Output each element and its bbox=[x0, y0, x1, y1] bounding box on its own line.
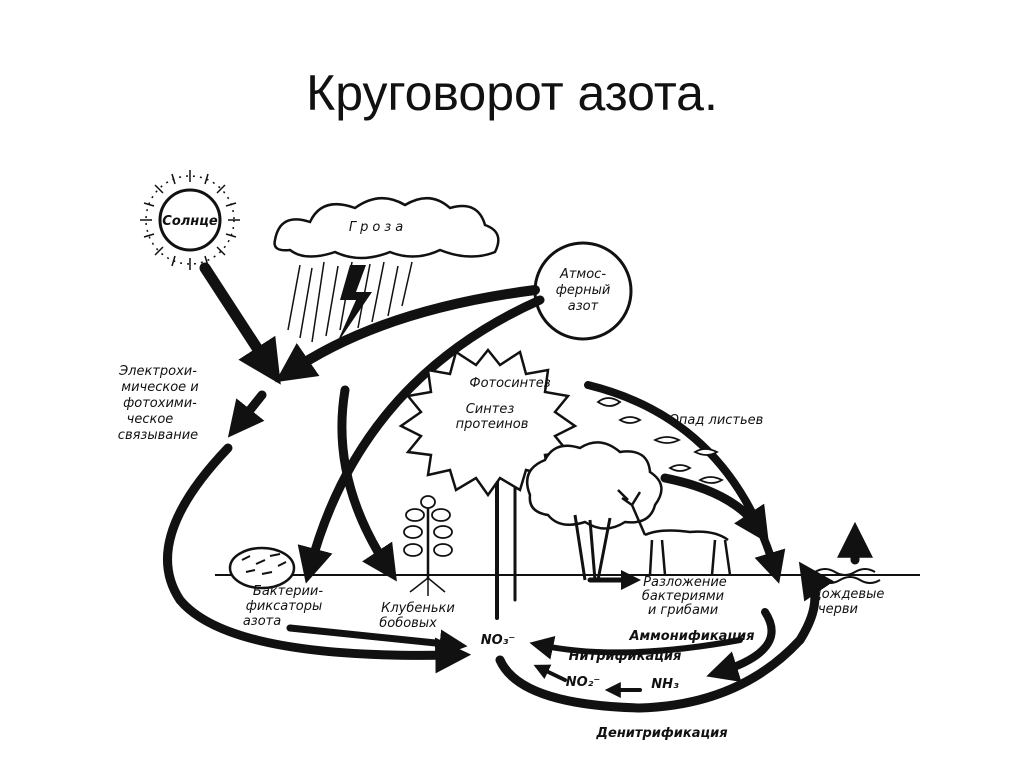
bacteria-label-1: Бактерии- bbox=[253, 584, 323, 599]
electro-label-4: ческое bbox=[127, 412, 174, 427]
atmospheric-label-3: азот bbox=[568, 299, 599, 314]
earthworms-label-1: Дождевые bbox=[811, 587, 885, 602]
fixation-down-arrow bbox=[227, 390, 267, 438]
sun-label: Солнце bbox=[162, 214, 218, 229]
nodules-label-1: Клубеньки bbox=[381, 601, 455, 616]
electro-label-5: связывание bbox=[118, 428, 198, 443]
earthworms-label-2: черви bbox=[818, 602, 858, 617]
denitrification-arrow bbox=[495, 561, 835, 713]
electro-label-2: мическое и bbox=[121, 380, 198, 395]
earthworm-icon bbox=[814, 568, 881, 584]
atmosphere-to-fixation-arrow bbox=[275, 285, 540, 383]
animal-waste-arrow bbox=[660, 473, 769, 544]
bacteria-to-no3-arrow bbox=[286, 624, 468, 658]
protein-label-2: протеинов bbox=[456, 417, 529, 432]
legume-plant-icon bbox=[403, 495, 453, 596]
atmospheric-label-1: Атмос- bbox=[559, 267, 606, 282]
photosynthesis-burst bbox=[398, 347, 578, 498]
decomposition-label-1: Разложение bbox=[643, 575, 727, 590]
nodules-label-2: бобовых bbox=[379, 616, 437, 631]
sun-to-fixation-arrow bbox=[199, 262, 281, 385]
atmosphere-to-nodules-arrow bbox=[337, 385, 397, 582]
no2-to-no3-arrow bbox=[533, 664, 567, 682]
fixation-to-no3-arrow bbox=[163, 443, 472, 674]
bacteria-icon bbox=[228, 546, 296, 590]
nitrification-label: Нитрификация bbox=[569, 649, 682, 664]
tree-icon bbox=[525, 441, 663, 530]
leaf-fall-label: Опад листьев bbox=[669, 413, 764, 428]
storm-label: Гроза bbox=[349, 220, 407, 235]
no2-label: NO₂⁻ bbox=[566, 675, 601, 690]
electro-label-1: Электрохи- bbox=[118, 364, 197, 379]
photosynthesis-label: Фотосинтез bbox=[469, 376, 550, 391]
no3-label: NO₃⁻ bbox=[481, 633, 516, 648]
nh3-label: NH₃ bbox=[651, 677, 679, 692]
atmosphere-to-bacteria-arrow bbox=[297, 295, 545, 584]
protein-label-1: Синтез bbox=[466, 402, 515, 417]
decomposition-label-3: и грибами bbox=[648, 603, 718, 618]
tree-trunk-icon bbox=[573, 514, 612, 581]
electro-label-3: фотохими- bbox=[123, 396, 197, 411]
decomposition-down-arrow bbox=[706, 608, 776, 682]
decomposition-label-2: бактериями bbox=[642, 589, 724, 604]
atmospheric-label-2: ферный bbox=[556, 283, 611, 298]
bacteria-label-3: азота bbox=[243, 614, 281, 629]
ammonification-arrow bbox=[529, 636, 743, 660]
sun-icon bbox=[140, 170, 240, 270]
falling-leaves-icon bbox=[596, 397, 724, 484]
ammonification-label: Аммонификация bbox=[628, 629, 754, 644]
bacteria-label-2: фиксаторы bbox=[246, 599, 323, 614]
storm-cloud-icon bbox=[273, 197, 500, 260]
denitrification-label: Денитрификация bbox=[595, 726, 727, 741]
lightning-icon bbox=[336, 265, 372, 345]
deer-icon bbox=[617, 489, 732, 576]
page-title: Круговорот азота. bbox=[306, 65, 718, 121]
